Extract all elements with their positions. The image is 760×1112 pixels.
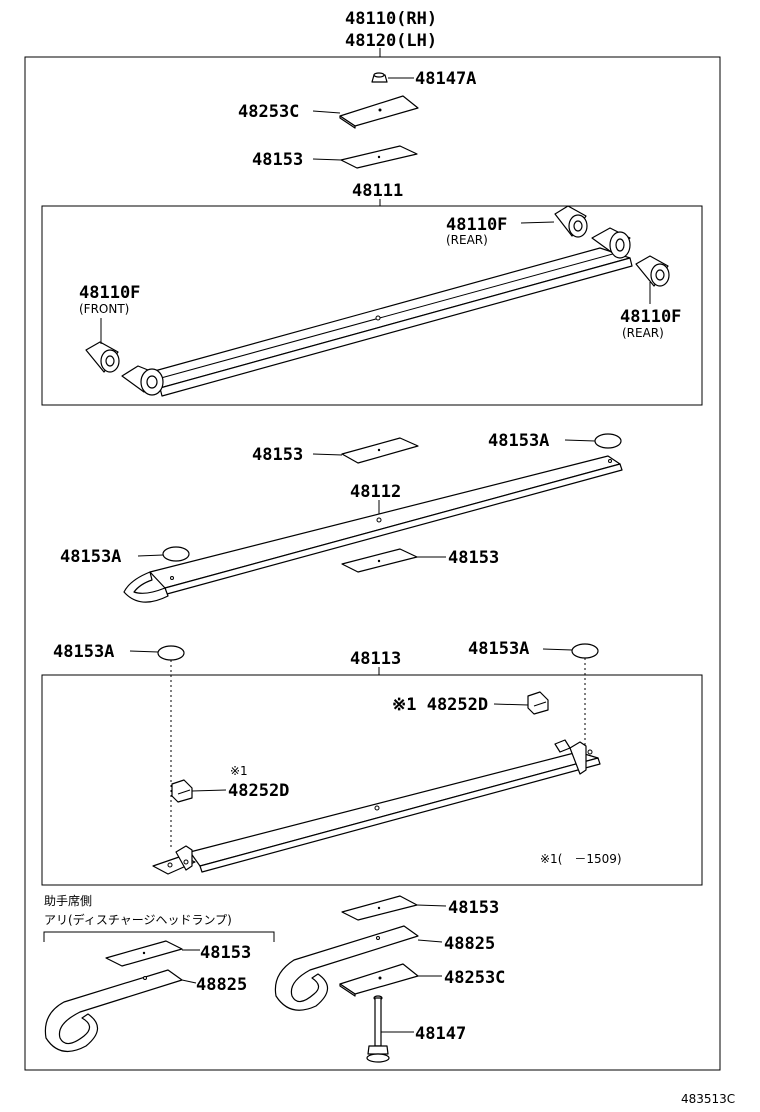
jp-note-line2: アリ(ディスチャージヘッドランプ)	[44, 912, 232, 927]
label-48153-br: 48153	[448, 898, 499, 918]
label-48153-bl: 48153	[200, 943, 251, 963]
header-part-lh: 48120(LH)	[345, 31, 437, 51]
clip-48252D-left-icon	[171, 779, 193, 803]
label-48110F-front: 48110F	[79, 283, 140, 303]
label-48825-bl: 48825	[196, 975, 247, 995]
label-48147: 48147	[415, 1024, 466, 1044]
bushing-rear-top-icon	[554, 205, 588, 238]
label-48253C-top: 48253C	[238, 102, 299, 122]
label-48153A-right: 48153A	[488, 431, 549, 451]
button-48153A-right-icon	[594, 433, 622, 449]
liner-48153-bl-icon	[105, 940, 183, 967]
leaf-48113-frame	[41, 674, 703, 886]
button-48153A-lowright-icon	[571, 643, 599, 659]
note-x1: ※1	[230, 764, 248, 778]
range-note: ※1( －1509)	[540, 852, 622, 866]
label-48153-top: 48153	[252, 150, 303, 170]
label-48153-mid: 48153	[252, 445, 303, 465]
liner-48153-mid2-icon	[341, 548, 418, 573]
label-48153A-lowright: 48153A	[468, 639, 529, 659]
spring-48825-br-icon	[274, 925, 419, 1011]
label-48252D-left: 48252D	[228, 781, 289, 801]
jp-note-line1: 助手席側	[44, 893, 92, 908]
pad-48253C-icon	[339, 95, 419, 129]
label-48253C-br: 48253C	[444, 968, 505, 988]
note-front: (FRONT)	[79, 302, 129, 316]
liner-48153-icon	[340, 145, 418, 169]
leaf-48112-icon	[123, 455, 623, 603]
bolt-48147-icon	[366, 995, 390, 1063]
bushing-front-icon	[85, 341, 120, 373]
note-rear-top: (REAR)	[446, 233, 488, 247]
leaf-48111-frame	[41, 205, 703, 406]
liner-48153-mid-icon	[341, 437, 419, 464]
nut-48147A-icon	[371, 72, 388, 83]
footer-code: 483513C	[681, 1092, 735, 1106]
button-48153A-left-icon	[162, 546, 190, 562]
label-48111: 48111	[352, 181, 403, 201]
clip-48252D-top-icon	[527, 691, 549, 715]
pad-48253C-br-icon	[339, 963, 419, 997]
spring-48825-bl-icon	[44, 969, 183, 1053]
label-48153A-lowleft: 48153A	[53, 642, 114, 662]
label-48147A: 48147A	[415, 69, 476, 89]
label-48110F-rear-top: 48110F	[446, 215, 507, 235]
label-48110F-rear-right: 48110F	[620, 307, 681, 327]
label-48153A-left: 48153A	[60, 547, 121, 567]
label-48825-br: 48825	[444, 934, 495, 954]
label-48153-mid2: 48153	[448, 548, 499, 568]
label-48112: 48112	[350, 482, 401, 502]
liner-48153-br-icon	[341, 895, 418, 921]
main-leaf-48111-icon	[121, 227, 633, 397]
note-rear-right: (REAR)	[622, 326, 664, 340]
bushing-rear-right-icon	[635, 255, 670, 287]
leaf-48113-icon	[152, 739, 601, 875]
label-48252D-top: ※1 48252D	[392, 695, 488, 715]
button-48153A-lowleft-icon	[157, 645, 185, 661]
header-part-rh: 48110(RH)	[345, 9, 437, 29]
outer-frame	[24, 56, 721, 1071]
label-48113: 48113	[350, 649, 401, 669]
